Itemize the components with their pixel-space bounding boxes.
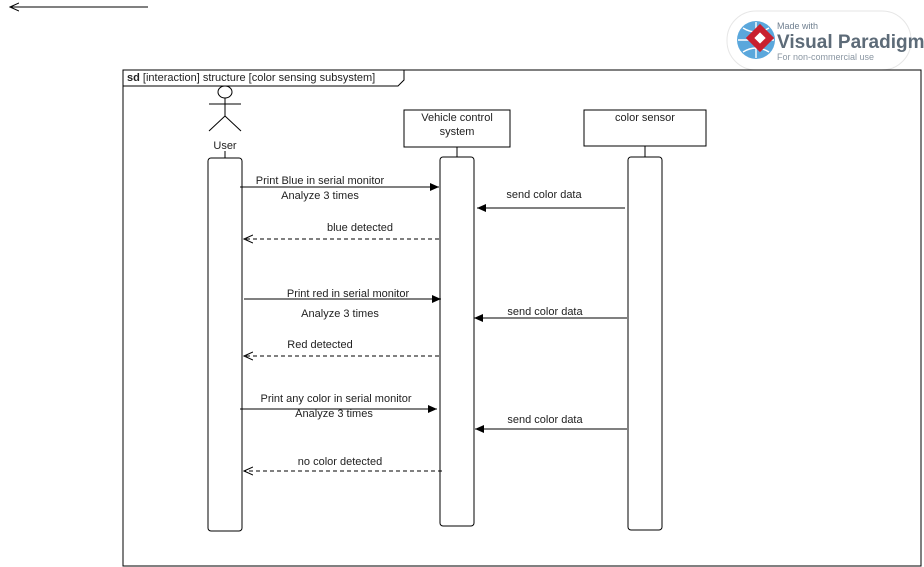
lifeline-vehicle-control-system[interactable]: Vehicle control system [403, 109, 511, 527]
lifeline-sensor-label: color sensor [615, 112, 675, 124]
message-label: Print red in serial monitor [287, 288, 410, 300]
message-send-color-data-2[interactable]: send color data [474, 306, 627, 322]
note-analyze-3-times: Analyze 3 times [301, 308, 379, 320]
lifeline-vehicle-label-line2: system [440, 126, 475, 138]
lifeline-user[interactable]: User [207, 85, 243, 532]
globe-icon [737, 21, 775, 59]
message-blue-detected[interactable]: blue detected [244, 222, 439, 239]
message-label: send color data [507, 306, 583, 318]
message-label-secondary: Analyze 3 times [295, 408, 373, 420]
lifeline-user-label: User [213, 140, 237, 152]
lifeline-vehicle-label-line1: Vehicle control [421, 112, 493, 124]
actor-user-icon [208, 85, 242, 132]
message-send-color-data-1[interactable]: send color data [477, 189, 625, 212]
message-print-any-color[interactable]: Print any color in serial monitor Analyz… [240, 393, 437, 420]
badge-product-name: Visual Paradigm [777, 32, 924, 53]
visual-paradigm-badge: Made with Visual Paradigm For non-commer… [726, 10, 924, 71]
badge-made-with: Made with [777, 21, 818, 31]
message-print-red[interactable]: Print red in serial monitor [244, 288, 441, 303]
lifeline-color-sensor[interactable]: color sensor [583, 109, 707, 531]
message-label: send color data [506, 189, 582, 201]
message-label: Red detected [287, 339, 352, 351]
interaction-frame[interactable]: sd [interaction] structure [color sensin… [122, 69, 922, 567]
message-label: blue detected [327, 222, 393, 234]
message-label: Print any color in serial monitor [260, 393, 411, 405]
message-no-color-detected[interactable]: no color detected [244, 456, 442, 471]
message-send-color-data-3[interactable]: send color data [475, 414, 627, 433]
message-print-blue[interactable]: Print Blue in serial monitor Analyze 3 t… [240, 175, 439, 202]
message-label-secondary: Analyze 3 times [281, 190, 359, 202]
message-red-detected[interactable]: Red detected [244, 339, 439, 356]
message-label: send color data [507, 414, 583, 426]
activation-vehicle[interactable] [439, 156, 475, 527]
message-label: no color detected [298, 456, 382, 468]
activation-user[interactable] [207, 157, 243, 532]
message-label: Print Blue in serial monitor [256, 175, 385, 187]
badge-subtitle: For non-commercial use [777, 52, 874, 62]
activation-sensor[interactable] [627, 156, 663, 531]
frame-title: sd [interaction] structure [color sensin… [127, 72, 375, 84]
